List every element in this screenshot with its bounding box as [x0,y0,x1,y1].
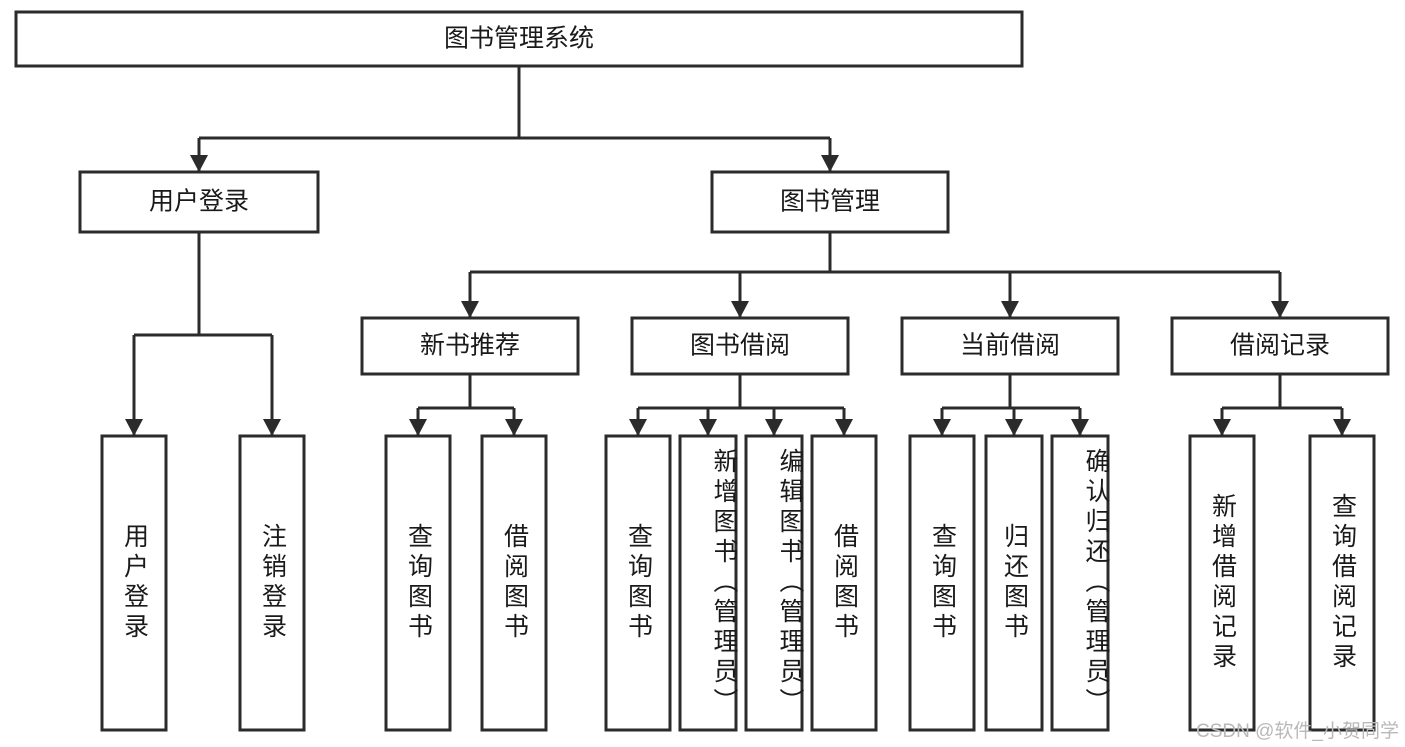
node-leaf-leaf-query-record[interactable] [1308,434,1376,732]
node-leaf-leaf-borrow-book-1[interactable] [480,434,548,732]
arrow-head-icon [190,155,208,172]
node-rect[interactable] [384,434,452,732]
connector-group-conn-root [190,66,839,172]
node-leaf-leaf-confirm-return[interactable] [1050,434,1110,732]
node-label: 当前借阅 [960,332,1060,360]
node-label: 图书管理 [780,188,880,216]
node-rect[interactable] [900,316,1120,376]
node-rect[interactable] [1050,434,1110,732]
arrow-head-icon [765,419,783,436]
node-label: 新书推荐 [420,332,520,360]
node-leaf-leaf-edit-book[interactable] [744,434,804,732]
node-leaf-leaf-borrow-book-2[interactable] [810,434,878,732]
node-rect[interactable] [78,170,320,234]
arrow-head-icon [1071,419,1089,436]
node-leaf-leaf-return-book[interactable] [984,434,1044,732]
node-leaf-leaf-query-book-3[interactable] [908,434,976,732]
watermark-text: CSDN @软件_小贺同学 [1196,721,1399,742]
arrow-head-icon [1001,301,1019,318]
connector-group-conn-book-borrow [629,374,853,436]
arrow-head-icon [263,419,281,436]
arrow-head-icon [731,301,749,318]
arrow-head-icon [461,301,479,318]
node-l3-borrow-record[interactable]: 借阅记录 [1170,316,1390,376]
arrow-head-icon [933,419,951,436]
arrow-head-icon [505,419,523,436]
arrow-head-icon [1271,301,1289,318]
node-label: 借阅记录 [1230,332,1330,360]
node-rect[interactable] [710,170,950,234]
node-label: 图书借阅 [690,332,790,360]
node-leaf-leaf-query-book-1[interactable] [384,434,452,732]
node-rect[interactable] [604,434,672,732]
node-rect[interactable] [984,434,1044,732]
node-rect[interactable] [1188,434,1256,732]
arrow-head-icon [1005,419,1023,436]
node-rect[interactable] [14,10,1024,68]
node-rect[interactable] [238,434,306,732]
connector-group-conn-new-book [409,374,523,436]
arrow-head-icon [1213,419,1231,436]
arrow-head-icon [629,419,647,436]
arrow-head-icon [835,419,853,436]
arrow-head-icon [699,419,717,436]
node-l3-new-book-recommend[interactable]: 新书推荐 [360,316,580,376]
node-leaf-leaf-add-book[interactable] [678,434,738,732]
node-root-root[interactable]: 图书管理系统 [14,10,1024,68]
connector-group-conn-current [933,374,1089,436]
node-rect[interactable] [360,316,580,376]
node-leaf-leaf-query-book-2[interactable] [604,434,672,732]
node-rect[interactable] [810,434,878,732]
node-l2-book-manage[interactable]: 图书管理 [710,170,950,234]
arrow-head-icon [1333,419,1351,436]
node-rect[interactable] [908,434,976,732]
node-l2-user-login[interactable]: 用户登录 [78,170,320,234]
node-rect[interactable] [480,434,548,732]
node-rect[interactable] [744,434,804,732]
node-leaf-leaf-logout[interactable] [238,434,306,732]
arrow-head-icon [125,419,143,436]
node-label: 用户登录 [149,188,249,216]
node-rect[interactable] [100,434,168,732]
node-rect[interactable] [1308,434,1376,732]
node-label: 图书管理系统 [444,25,594,53]
node-rect[interactable] [1170,316,1390,376]
connector-group-conn-book-manage [461,232,1289,318]
arrow-head-icon [821,155,839,172]
connector-group-conn-user-login [125,232,281,436]
node-leaf-leaf-user-login[interactable] [100,434,168,732]
arrow-head-icon [409,419,427,436]
node-leaf-leaf-add-record[interactable] [1188,434,1256,732]
node-l3-current-borrow[interactable]: 当前借阅 [900,316,1120,376]
node-rect[interactable] [630,316,850,376]
connector-group-conn-record [1213,374,1351,436]
node-l3-book-borrow[interactable]: 图书借阅 [630,316,850,376]
node-rect[interactable] [678,434,738,732]
